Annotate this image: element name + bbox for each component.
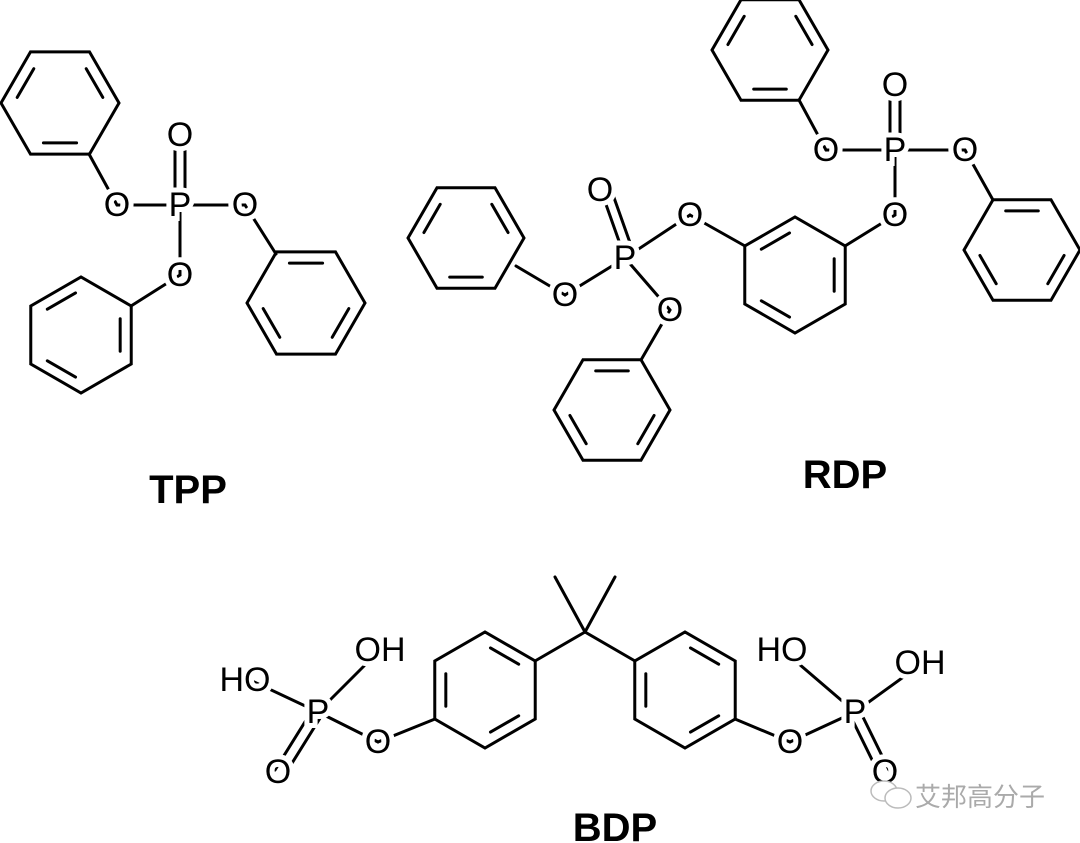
double-bond	[490, 202, 510, 235]
double-bond	[261, 307, 282, 339]
atom-o: O	[882, 66, 908, 104]
benzene-ring	[29, 275, 133, 395]
benzene-rings	[0, 0, 1080, 750]
atom-p: P	[307, 693, 330, 731]
double-bond	[759, 299, 792, 319]
double-bond	[45, 291, 78, 311]
watermark: 艾邦高分子	[870, 780, 1045, 813]
double-bond	[568, 413, 588, 446]
molecule-bdp: HO OH P O O O HO P OH O BDP	[215, 626, 951, 843]
atom-o: O	[813, 131, 839, 169]
atom-o: O	[777, 723, 803, 761]
benzene-ring	[433, 630, 537, 750]
atom-o: O	[677, 196, 703, 234]
atom-p: P	[169, 186, 192, 224]
benzene-ring	[962, 198, 1080, 302]
double-bond	[688, 714, 721, 734]
bonds	[87, 83, 995, 778]
benzene-ring	[245, 250, 367, 356]
atom-o: O	[232, 186, 258, 224]
molecule-label-rdp: RDP	[803, 453, 887, 497]
atom-o: O	[552, 276, 578, 314]
double-bond	[759, 231, 792, 251]
benzene-ring	[552, 358, 672, 462]
atom-o: O	[167, 116, 193, 154]
atom-o: O	[365, 723, 391, 761]
atom-o: O	[952, 131, 978, 169]
atom-p: P	[614, 239, 637, 277]
double-bond	[636, 413, 656, 446]
molecule-rdp: O O P O O O P O O O RDP	[547, 61, 983, 497]
benzene-ring	[0, 50, 121, 156]
double-bond	[422, 202, 442, 235]
double-bond	[330, 307, 351, 339]
double-bond	[488, 714, 521, 734]
benzene-ring	[633, 630, 737, 750]
atom-oh: OH	[355, 631, 406, 669]
atom-ho: HO	[757, 631, 808, 669]
atom-ho: HO	[220, 661, 271, 699]
atom-o: O	[104, 186, 130, 224]
molecule-label-tpp: TPP	[149, 468, 227, 512]
watermark-text: 艾邦高分子	[915, 783, 1045, 813]
atom-o: O	[587, 171, 613, 209]
double-bond	[726, 14, 746, 47]
double-bond	[15, 67, 36, 99]
atom-o: O	[167, 256, 193, 294]
atom-p: P	[844, 693, 867, 731]
double-bond	[978, 253, 998, 286]
double-bond	[1046, 253, 1066, 286]
atom-o: O	[882, 196, 908, 234]
double-bond	[84, 67, 105, 99]
atom-o: O	[265, 753, 291, 791]
molecule-label-bdp: BDP	[573, 806, 657, 843]
atom-o: O	[657, 291, 683, 329]
double-bond	[794, 14, 814, 47]
wechat-icon	[870, 780, 912, 809]
atom-p: P	[884, 131, 907, 169]
double-bond	[488, 646, 521, 666]
double-bond	[45, 359, 78, 379]
benzene-ring	[710, 0, 830, 102]
molecule-tpp: O O P O O TPP	[99, 111, 263, 512]
atom-oh: OH	[895, 644, 946, 682]
benzene-ring	[406, 186, 526, 290]
benzene-ring	[743, 215, 847, 335]
double-bond	[688, 646, 721, 666]
